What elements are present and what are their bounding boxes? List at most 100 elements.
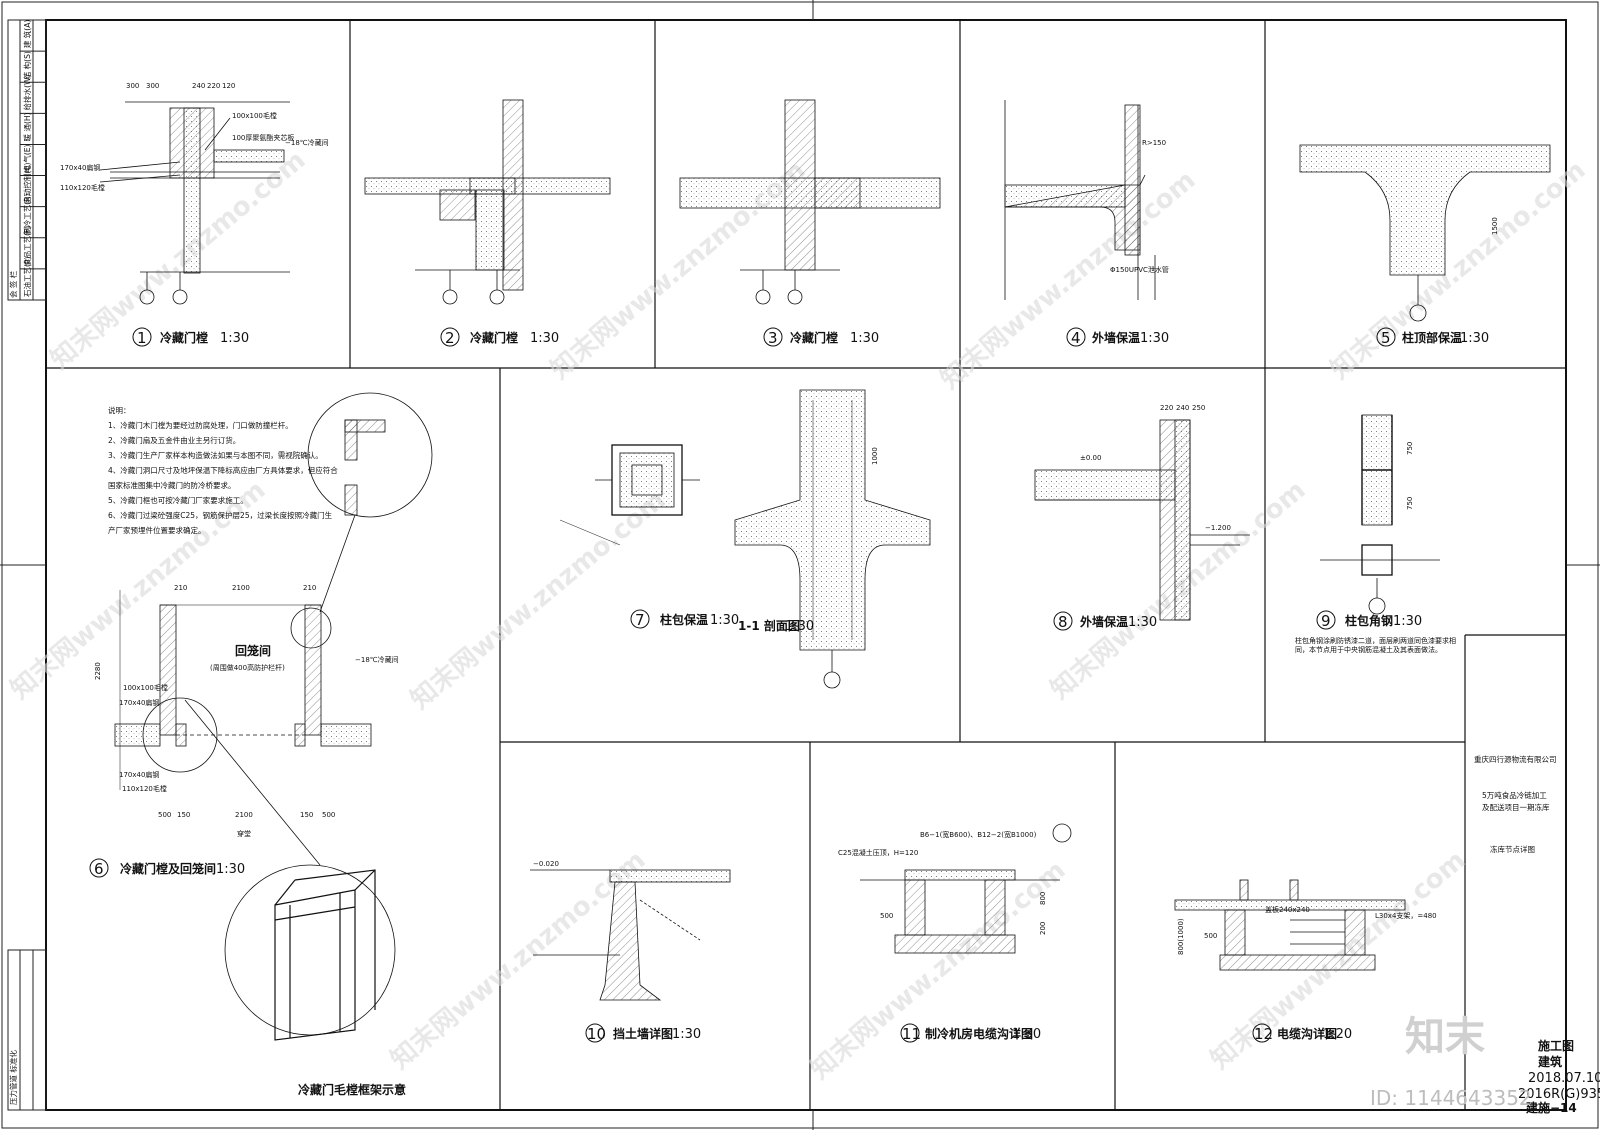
callout-label: 110x120毛樘 [122,784,167,793]
svg-text:2: 2 [445,329,455,347]
watermark-text: 知末网www.znzmo.com [1325,155,1591,385]
detail-5-drawing [1299,144,1551,322]
temperature-label: −18℃冷藏间 [355,655,399,664]
detail-4-labels: R>150 Φ150UPVC泄水管 [1110,139,1169,274]
dim-label: 150 [300,811,313,819]
svg-text:柱顶部保温: 柱顶部保温 [1402,330,1462,345]
detail-10-caption: 10 挡土墙详图 1:30 [585,1023,701,1043]
svg-text:电缆沟详图: 电缆沟详图 [1277,1026,1337,1041]
detail-3-drawing [679,99,941,305]
svg-text:1:30: 1:30 [1128,615,1157,630]
dim-label: 750 [1406,497,1414,510]
callout-label: 100x100毛樘 [232,111,277,120]
svg-text:1:30: 1:30 [1460,331,1489,346]
brand-logo: 知末 [1405,1014,1485,1060]
dim-label: 800 [1039,892,1047,905]
drawing-discipline: 建筑 [1537,1054,1562,1069]
svg-text:冷藏门毛樘框架示意: 冷藏门毛樘框架示意 [298,1082,406,1097]
svg-text:说明：: 说明： [108,405,131,415]
detail-6-frame-sketch [274,869,376,1041]
detail-9-note-box: 柱包角钢涂刷防锈漆二道，面层刷两道同色漆要求相同，本节点用于中央钢筋混凝土及其表… [1295,637,1456,654]
svg-text:8: 8 [1058,613,1068,631]
dim-label: 500 [880,912,893,920]
dim-label: 210 [303,584,316,592]
note-line: 4、冷藏门洞口尺寸及地坪保温下降标高应由厂方具体要求，但应符合 [108,465,338,475]
svg-text:1:30: 1:30 [672,1027,701,1042]
callout-label: L30x4支架，=480 [1375,911,1437,920]
note-line: 3、冷藏门生产厂家样本构造做法如果与本图不同，需视院确认。 [108,450,323,460]
detail-7-drawing [559,444,700,546]
frame-sketch-caption: 冷藏门毛樘框架示意 [298,1082,406,1097]
note-line: 2、冷藏门扇及五金件由业主另行订货。 [108,435,240,445]
detail-5-caption: 5 柱顶部保温 1:30 [1376,327,1489,347]
svg-text:1: 1 [137,329,147,347]
room-label: 回笼间 [235,643,271,658]
note-line: 6、冷藏门过梁砼强度C25，钢筋保护层25，过梁长度按照冷藏门生 [108,510,333,520]
detail-8-drawing [1034,419,1250,621]
sidebar-discipline: 建 筑(A) [22,20,32,48]
svg-text:冷藏门樘: 冷藏门樘 [790,330,838,345]
section-1-1-labels: 1000 1-1 剖面图 1:30 [738,447,879,634]
dim-label: 500 [1204,932,1217,940]
watermark-text: 知末网www.znzmo.com [405,485,671,715]
dim-label: 300 [126,82,139,90]
detail-10-labels: −0.020 [533,860,559,868]
svg-text:11: 11 [902,1025,921,1043]
sidebar-discipline: 电 气(E) [22,145,32,173]
dim-label: 250 [1192,404,1205,412]
title-block: 重庆四行源物流有限公司 5万吨食品冷链加工 及配送项目一期冻库 冻库节点详图 施… [1474,754,1600,1115]
general-notes: 说明： 1、冷藏门木门樘为要经过防腐处理，门口做防撞栏杆。 2、冷藏门扇及五金件由… [108,405,338,535]
detail-4-caption: 4 外墙保温 1:30 [1066,327,1169,347]
svg-text:冷藏门樘: 冷藏门樘 [160,330,208,345]
sheet-number: 建施−14 [1525,1100,1577,1115]
room-note: (周围做400高防护栏杆) [210,663,285,672]
callout-label: R>150 [1142,139,1166,147]
brand-watermark: 知末 ID: 1144643352 [1370,1014,1532,1110]
detail-9-labels: 750 750 [1406,442,1414,510]
sidebar-discipline: 自动控制(C) [22,163,32,204]
callout-label: B6−1(宽B600)、B12−2(宽B1000) [920,830,1037,839]
detail-11-labels: C25混凝土压顶，H=120 B6−1(宽B600)、B12−2(宽B1000)… [838,830,1047,935]
callout-label: 170x40扁钢 [119,770,159,779]
svg-text:1:30: 1:30 [850,331,879,346]
detail-12-labels: L30x4支架，=480 盖板240x240 800(1000) 500 [1177,905,1437,955]
sidebar-bottom-label: 压力管道 标准化 [8,1050,18,1105]
detail-9-caption: 9 柱包角钢 1:30 [1316,610,1422,630]
detail-1-drawing [99,101,290,305]
svg-text:10: 10 [587,1025,606,1043]
svg-text:柱包角钢: 柱包角钢 [1345,613,1393,628]
sidebar-discipline: 给排水(W) [22,74,32,110]
section-1-1-drawing [734,389,931,689]
svg-text:3: 3 [768,329,778,347]
svg-text:6: 6 [94,860,104,878]
svg-text:1:30: 1:30 [710,613,739,628]
note-line: 1、冷藏门木门樘为要经过防腐处理，门口做防撞栏杆。 [108,420,293,430]
elevation-label: −1.200 [1205,524,1231,532]
detail-9-drawing [1320,414,1440,615]
svg-text:外墙保温: 外墙保温 [1080,614,1128,629]
svg-text:外墙保温: 外墙保温 [1092,330,1140,345]
sidebar-discipline: 结 构(S) [22,51,32,79]
dim-label: 150 [177,811,190,819]
elevation-label: −0.020 [533,860,559,868]
svg-text:制冷机房电缆沟详图: 制冷机房电缆沟详图 [925,1026,1033,1041]
drawing-date: 2018.07.10 [1528,1071,1600,1086]
svg-text:1:30: 1:30 [1140,331,1169,346]
detail-7-caption: 7 柱包保温 1:30 [630,609,739,629]
svg-text:1:30: 1:30 [1393,614,1422,629]
detail-2-caption: 2 冷藏门樘 1:30 [440,327,559,347]
dim-label: 220 [1160,404,1173,412]
company-name: 重庆四行源物流有限公司 [1474,754,1557,764]
svg-text:冷藏门樘及回笼间: 冷藏门樘及回笼间 [120,861,216,876]
corridor-label: 穿堂 [237,829,251,838]
note-line: 国家标准图集中冷藏门的防冷桥要求。 [108,480,236,490]
detail-9-note: 柱包角钢涂刷防锈漆二道，面层刷两道同色漆要求相同，本节点用于中央钢筋混凝土及其表… [1295,637,1456,654]
dim-label: 2100 [232,584,250,592]
project-name-line-2: 及配送项目一期冻库 [1482,802,1550,812]
sidebar-sign-label: 会 签 栏 [8,270,18,298]
dim-label: 300 [146,82,159,90]
detail-1-caption: 1 冷藏门樘 1:30 [132,327,249,347]
drawing-stage: 施工图 [1538,1038,1574,1053]
drawing-code: 2016R(G)935 [1518,1087,1600,1102]
